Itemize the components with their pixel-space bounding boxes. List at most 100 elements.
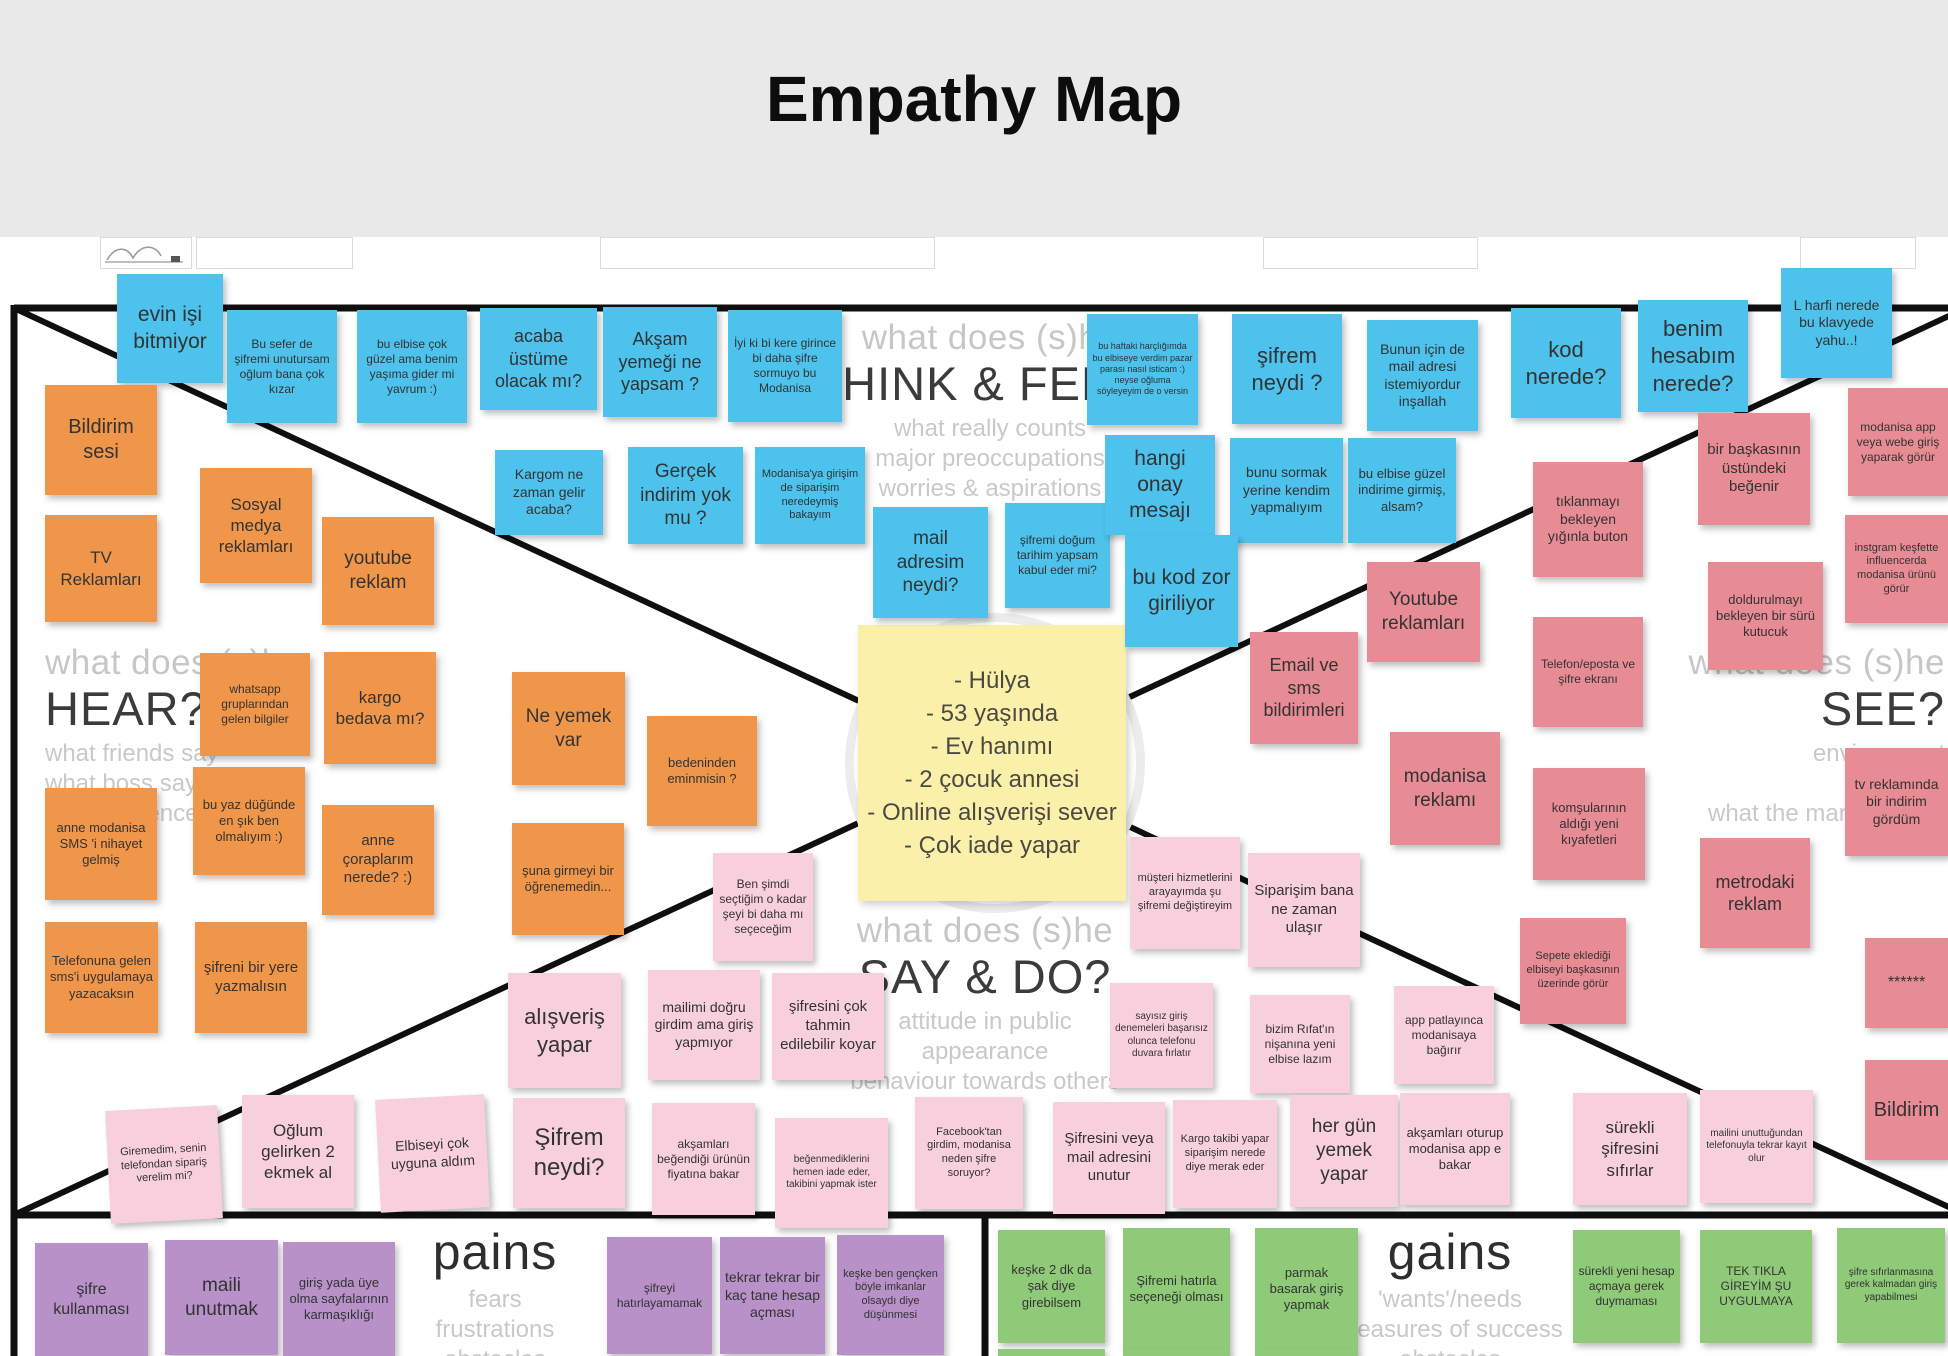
sticky-note[interactable]: bir başkasının üstündeki beğenir	[1698, 413, 1810, 525]
sticky-note[interactable]: tv reklamında bir indirim gördüm	[1845, 748, 1948, 856]
sticky-note[interactable]: instgram keşfette influencerda modanisa …	[1845, 515, 1948, 623]
sticky-note[interactable]: doldurulmayı bekleyen bir sürü kutucuk	[1708, 562, 1823, 670]
sticky-note[interactable]: Oğlum gelirken 2 ekmek al	[242, 1095, 354, 1208]
sticky-note[interactable]: evin işi bitmiyor	[117, 274, 223, 383]
sticky-note[interactable]: modanisa app veya webe giriş yaparak gör…	[1848, 388, 1948, 496]
sticky-note[interactable]: Bildirim	[1865, 1060, 1948, 1160]
sticky-note[interactable]: Youtube reklamları	[1367, 562, 1480, 662]
sticky-note[interactable]: bu elbise güzel indirime girmiş, alsam?	[1348, 438, 1456, 543]
sticky-note[interactable]: müşteri hizmetlerini arayayımda şu şifre…	[1130, 837, 1240, 949]
sticky-note[interactable]: akşamları beğendiği ürünün fiyatına baka…	[652, 1103, 755, 1215]
sticky-note[interactable]	[1255, 1349, 1358, 1356]
sticky-note[interactable]	[1123, 1349, 1230, 1356]
sticky-note[interactable]: şifre kullanması	[35, 1243, 148, 1356]
sticky-note-text: akşamları beğendiği ürünün fiyatına baka…	[657, 1136, 750, 1181]
sticky-note-text: müşteri hizmetlerini arayayımda şu şifre…	[1137, 872, 1233, 912]
sticky-note[interactable]: şifreni bir yere yazmalısın	[195, 922, 307, 1033]
sticky-note[interactable]: alışveriş yapar	[508, 973, 621, 1088]
sticky-note[interactable]: Facebook'tan girdim, modanisa neden şifr…	[915, 1097, 1023, 1209]
sticky-note[interactable]: TEK TIKLA GİREYİM ŞU UYGULMAYA	[1700, 1230, 1812, 1343]
sticky-note-text: benim hesabım nerede?	[1650, 315, 1736, 396]
sticky-note[interactable]: sürekli şifresini sıfırlar	[1573, 1093, 1687, 1205]
sticky-note[interactable]: benim hesabım nerede?	[1638, 300, 1748, 412]
sticky-note[interactable]: Telefon/eposta ve şifre ekranı	[1533, 617, 1643, 727]
sticky-note[interactable]: kod nerede?	[1511, 308, 1621, 418]
sticky-note[interactable]: TV Reklamları	[45, 515, 157, 622]
sticky-note[interactable]: bu haftaki harçlığımda bu elbiseye verdi…	[1087, 314, 1198, 425]
sticky-note[interactable]: şifremi doğum tarihim yapsam kabul eder …	[1005, 503, 1110, 608]
sticky-note[interactable]: giriş yada üye olma sayfalarının karmaşı…	[283, 1242, 395, 1356]
sticky-note[interactable]: metrodaki reklam	[1700, 838, 1810, 948]
sticky-note[interactable]: bu kod zor giriliyor	[1125, 535, 1238, 647]
sticky-note[interactable]: mail adresim neydi?	[873, 507, 988, 618]
sticky-note[interactable]: şifreyi hatırlayamamak	[607, 1237, 712, 1354]
sticky-note-text: Telefonuna gelen sms'i uygulamaya yazaca…	[50, 953, 153, 1001]
sticky-note[interactable]: sürekli yeni hesap açmaya gerek duymamas…	[1573, 1230, 1680, 1343]
sticky-note[interactable]: Bildirim sesi	[45, 385, 157, 495]
sticky-note[interactable]: ******	[1865, 938, 1948, 1028]
sticky-note[interactable]: Modanisa'ya girişim de siparişim neredey…	[755, 447, 865, 544]
sticky-note[interactable]: Kargo takibi yapar siparişim nerede diye…	[1173, 1100, 1277, 1208]
sticky-note[interactable]: beğenmediklerini hemen iade eder, takibi…	[775, 1118, 888, 1228]
heading-title: gains	[1387, 1224, 1513, 1280]
sticky-note[interactable]: bizim Rıfat'ın nişanına yeni elbise lazı…	[1250, 995, 1350, 1093]
sticky-note[interactable]: bu yaz düğünde en şık ben olmalıyım :)	[193, 767, 305, 875]
sticky-note[interactable]: modanisa reklamı	[1390, 732, 1500, 845]
sticky-note[interactable]: Giremedim, senin telefondan sipariş vere…	[105, 1105, 223, 1224]
sticky-note[interactable]: tekrar tekrar bir kaç tane hesap açması	[720, 1237, 825, 1354]
sticky-note[interactable]: acaba üstüme olacak mı?	[480, 308, 597, 410]
sticky-note[interactable]: bunu sormak yerine kendim yapmalıyım	[1230, 438, 1343, 543]
sticky-note[interactable]: Sosyal medya reklamları	[200, 468, 312, 583]
sticky-note[interactable]: şifrem neydi ?	[1232, 314, 1342, 424]
sticky-note[interactable]: mailini unuttuğundan telefonuyla tekrar …	[1700, 1090, 1813, 1203]
sticky-note[interactable]: Akşam yemeği ne yapsam ?	[603, 307, 717, 417]
sticky-note[interactable]: tıklanmayı bekleyen yığınla buton	[1533, 462, 1643, 577]
sticky-note[interactable]: maili unutmak	[165, 1240, 278, 1355]
sticky-note[interactable]: Şifremi hatırla seçeneği olması	[1123, 1228, 1230, 1350]
sticky-note[interactable]: şuna girmeyi bir öğrenemedin...	[512, 823, 624, 935]
sticky-note[interactable]: Ne yemek var	[512, 672, 625, 785]
persona-note[interactable]: - Hülya - 53 yaşında - Ev hanımı - 2 çoc…	[858, 625, 1126, 901]
sticky-note[interactable]: Şifresini veya mail adresini unutur	[1053, 1102, 1165, 1214]
sticky-note[interactable]: Şifrem neydi?	[513, 1098, 625, 1208]
sticky-note[interactable]: Gerçek indirim yok mu ?	[628, 447, 743, 544]
sticky-note[interactable]: whatsapp gruplarından gelen bilgiler	[200, 653, 310, 756]
sticky-note[interactable]: youtube reklam	[322, 517, 434, 625]
sticky-note[interactable]: keşke 2 dk da şak diye girebilsem	[998, 1230, 1105, 1343]
sticky-note[interactable]: app patlayınca modanisaya bağırır	[1394, 986, 1494, 1084]
sticky-note[interactable]: kargo bedava mı?	[324, 652, 436, 764]
sticky-note[interactable]: akşamları oturup modanisa app e bakar	[1400, 1093, 1510, 1205]
sticky-note[interactable]: sayısız giriş denemeleri başarısız olunc…	[1110, 983, 1213, 1088]
sticky-note[interactable]: parmak basarak giriş yapmak	[1255, 1228, 1358, 1350]
sticky-note[interactable]: Bu sefer de şifremi unutursam oğlum bana…	[227, 310, 337, 423]
sticky-note-text: parmak basarak giriş yapmak	[1269, 1264, 1344, 1313]
sticky-note[interactable]: Telefonuna gelen sms'i uygulamaya yazaca…	[45, 922, 158, 1033]
sticky-note[interactable]: İyi ki bi kere girince bi daha şifre sor…	[728, 310, 842, 422]
sticky-note[interactable]: keşke ben gençken böyle imkanlar olsaydı…	[837, 1235, 944, 1355]
sticky-note-text: mail adresim neydi?	[896, 527, 965, 597]
sticky-note[interactable]: her gün yemek yapar	[1290, 1095, 1398, 1207]
sticky-note-text: bu yaz düğünde en şık ben olmalıyım :)	[202, 796, 296, 845]
sticky-note-text: Bildirim	[1873, 1098, 1940, 1121]
sticky-note[interactable]: mailimi doğru girdim ama giriş yapmıyor	[648, 970, 760, 1080]
sticky-note[interactable]: şifre sıfırlanmasına gerek kalmadan giri…	[1837, 1228, 1945, 1343]
sticky-note[interactable]: bedeninden eminmisin ?	[647, 716, 757, 826]
sticky-note[interactable]: hangi onay mesajı	[1105, 435, 1215, 535]
sticky-note[interactable]: Elbiseyi çok uyguna aldım	[375, 1094, 490, 1213]
sticky-note[interactable]: Bunun için de mail adresi istemiyordur i…	[1367, 320, 1478, 431]
sticky-note[interactable]: Email ve sms bildirimleri	[1250, 632, 1358, 744]
sticky-note[interactable]: şifresini çok tahmin edilebilir koyar	[772, 973, 884, 1080]
sticky-note[interactable]: Ben şimdi seçtiğim o kadar şeyi bi daha …	[713, 853, 813, 961]
sticky-note[interactable]: anne çoraplarım nerede? :)	[322, 805, 434, 915]
sticky-note[interactable]	[998, 1349, 1105, 1356]
board-thumbnail	[600, 237, 935, 269]
sticky-note-text: evin işi bitmiyor	[133, 303, 207, 353]
sticky-note[interactable]: Kargom ne zaman gelir acaba?	[495, 450, 603, 535]
sticky-note[interactable]: anne modanisa SMS 'i nihayet gelmiş	[45, 788, 157, 900]
sticky-note[interactable]: Sepete eklediği elbiseyi başkasının üzer…	[1520, 918, 1626, 1024]
sticky-note[interactable]: Siparişim bana ne zaman ulaşır	[1248, 853, 1360, 967]
sticky-note[interactable]: L harfi nerede bu klavyede yahu..!	[1781, 268, 1892, 378]
sticky-note[interactable]: komşularının aldığı yeni kıyafetleri	[1533, 768, 1645, 880]
sticky-note-text: Giremedim, senin telefondan sipariş vere…	[119, 1141, 208, 1185]
sticky-note[interactable]: bu elbise çok güzel ama benim yaşıma gid…	[357, 310, 467, 423]
